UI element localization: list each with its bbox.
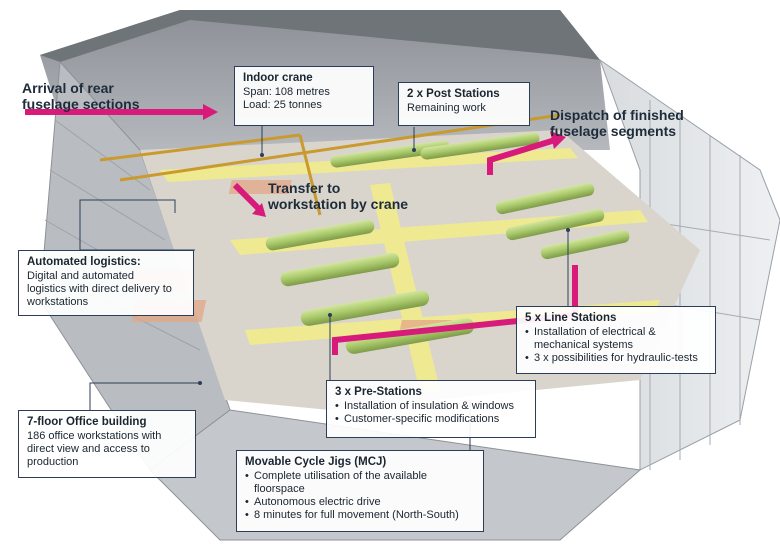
callout-bullets: Installation of electrical & mechanical … <box>525 326 707 365</box>
callout-line: logistics with direct delivery to <box>27 283 172 295</box>
callout-indoor-crane: Indoor crane Span: 108 metres Load: 25 t… <box>234 66 374 126</box>
callout-title: 2 x Post Stations <box>407 88 500 100</box>
callout-movable-cycle-jigs: Movable Cycle Jigs (MCJ) Complete utilis… <box>236 450 484 532</box>
fuselage-line-3 <box>505 208 605 241</box>
callout-automated-logistics: Automated logistics: Digital and automat… <box>18 250 194 316</box>
fuselage-pre-3 <box>300 290 430 326</box>
dispatch-label-line-1: Dispatch of finished <box>550 107 684 123</box>
fuselage-line-4 <box>540 229 630 260</box>
transfer-arrow <box>232 182 263 213</box>
leader-dot-post <box>412 148 416 152</box>
callout-title: Automated logistics: <box>27 256 141 268</box>
leader-dot-office <box>198 381 202 385</box>
callout-bullets: Complete utilisation of the available fl… <box>245 470 475 522</box>
callout-title: Movable Cycle Jigs (MCJ) <box>245 456 387 468</box>
callout-bullet: 8 minutes for full movement (North-South… <box>245 509 475 522</box>
callout-title: 3 x Pre-Stations <box>335 386 422 398</box>
arrival-label-line-2: fuselage sections <box>22 96 140 112</box>
callout-office-building: 7-floor Office building 186 office works… <box>18 410 196 478</box>
callout-line: Digital and automated <box>27 270 135 282</box>
fuselage-segments <box>265 132 630 354</box>
transfer-label: Transfer to workstation by crane <box>268 180 408 212</box>
callout-line: workstations <box>27 296 89 308</box>
transfer-label-line-1: Transfer to <box>268 180 341 196</box>
callout-line: direct view and access to <box>27 443 150 455</box>
callout-title: 7-floor Office building <box>27 416 147 428</box>
fuselage-line-2 <box>495 182 595 215</box>
flow-arrows <box>25 109 578 355</box>
fuselage-pre-2 <box>280 252 400 287</box>
arrival-arrowhead <box>203 104 218 120</box>
arrival-label: Arrival of rear fuselage sections <box>22 80 140 112</box>
callout-bullet: 3 x possibilities for hydraulic-tests <box>525 352 707 365</box>
callout-bullet: Customer-specific modifications <box>335 413 527 426</box>
dispatch-label: Dispatch of finished fuselage segments <box>550 107 684 139</box>
station-loop-arrow <box>332 265 578 355</box>
callout-bullet: Installation of insulation & windows <box>335 400 527 413</box>
dispatch-label-line-2: fuselage segments <box>550 123 677 139</box>
transfer-arrowhead <box>252 203 266 217</box>
leader-dot-crane <box>260 153 264 157</box>
callout-bullet-continued: floorspace <box>254 483 305 495</box>
fuselage-pre-1 <box>265 219 375 251</box>
dispatch-arrow <box>487 137 556 175</box>
callout-pre-stations: 3 x Pre-Stations Installation of insulat… <box>326 380 536 438</box>
callout-post-stations: 2 x Post Stations Remaining work <box>398 82 530 126</box>
callout-line: production <box>27 456 79 468</box>
dispatch-arrowhead <box>550 131 566 149</box>
callout-title: Indoor crane <box>243 72 313 84</box>
leader-dot-line <box>566 228 570 232</box>
fuselage-post-1 <box>330 140 450 168</box>
callout-line: 186 office workstations with <box>27 430 162 442</box>
transfer-label-line-2: workstation by crane <box>268 196 409 212</box>
callout-line: Span: 108 metres <box>243 86 330 98</box>
callout-bullet: Installation of electrical & <box>525 326 707 339</box>
callout-bullet: Autonomous electric drive <box>245 496 475 509</box>
callout-title: 5 x Line Stations <box>525 312 617 324</box>
callout-bullet: Complete utilisation of the available <box>245 470 475 483</box>
callout-bullets: Installation of insulation & windows Cus… <box>335 400 527 426</box>
arrival-label-line-1: Arrival of rear <box>22 80 114 96</box>
fuselage-post-2 <box>420 132 540 160</box>
roof-edge <box>40 10 600 62</box>
callout-line: Remaining work <box>407 102 486 114</box>
callout-line: Load: 25 tonnes <box>243 99 322 111</box>
leader-dot-pre <box>328 313 332 317</box>
callout-line-stations: 5 x Line Stations Installation of electr… <box>516 306 716 374</box>
callout-bullet-continued: mechanical systems <box>534 339 634 351</box>
